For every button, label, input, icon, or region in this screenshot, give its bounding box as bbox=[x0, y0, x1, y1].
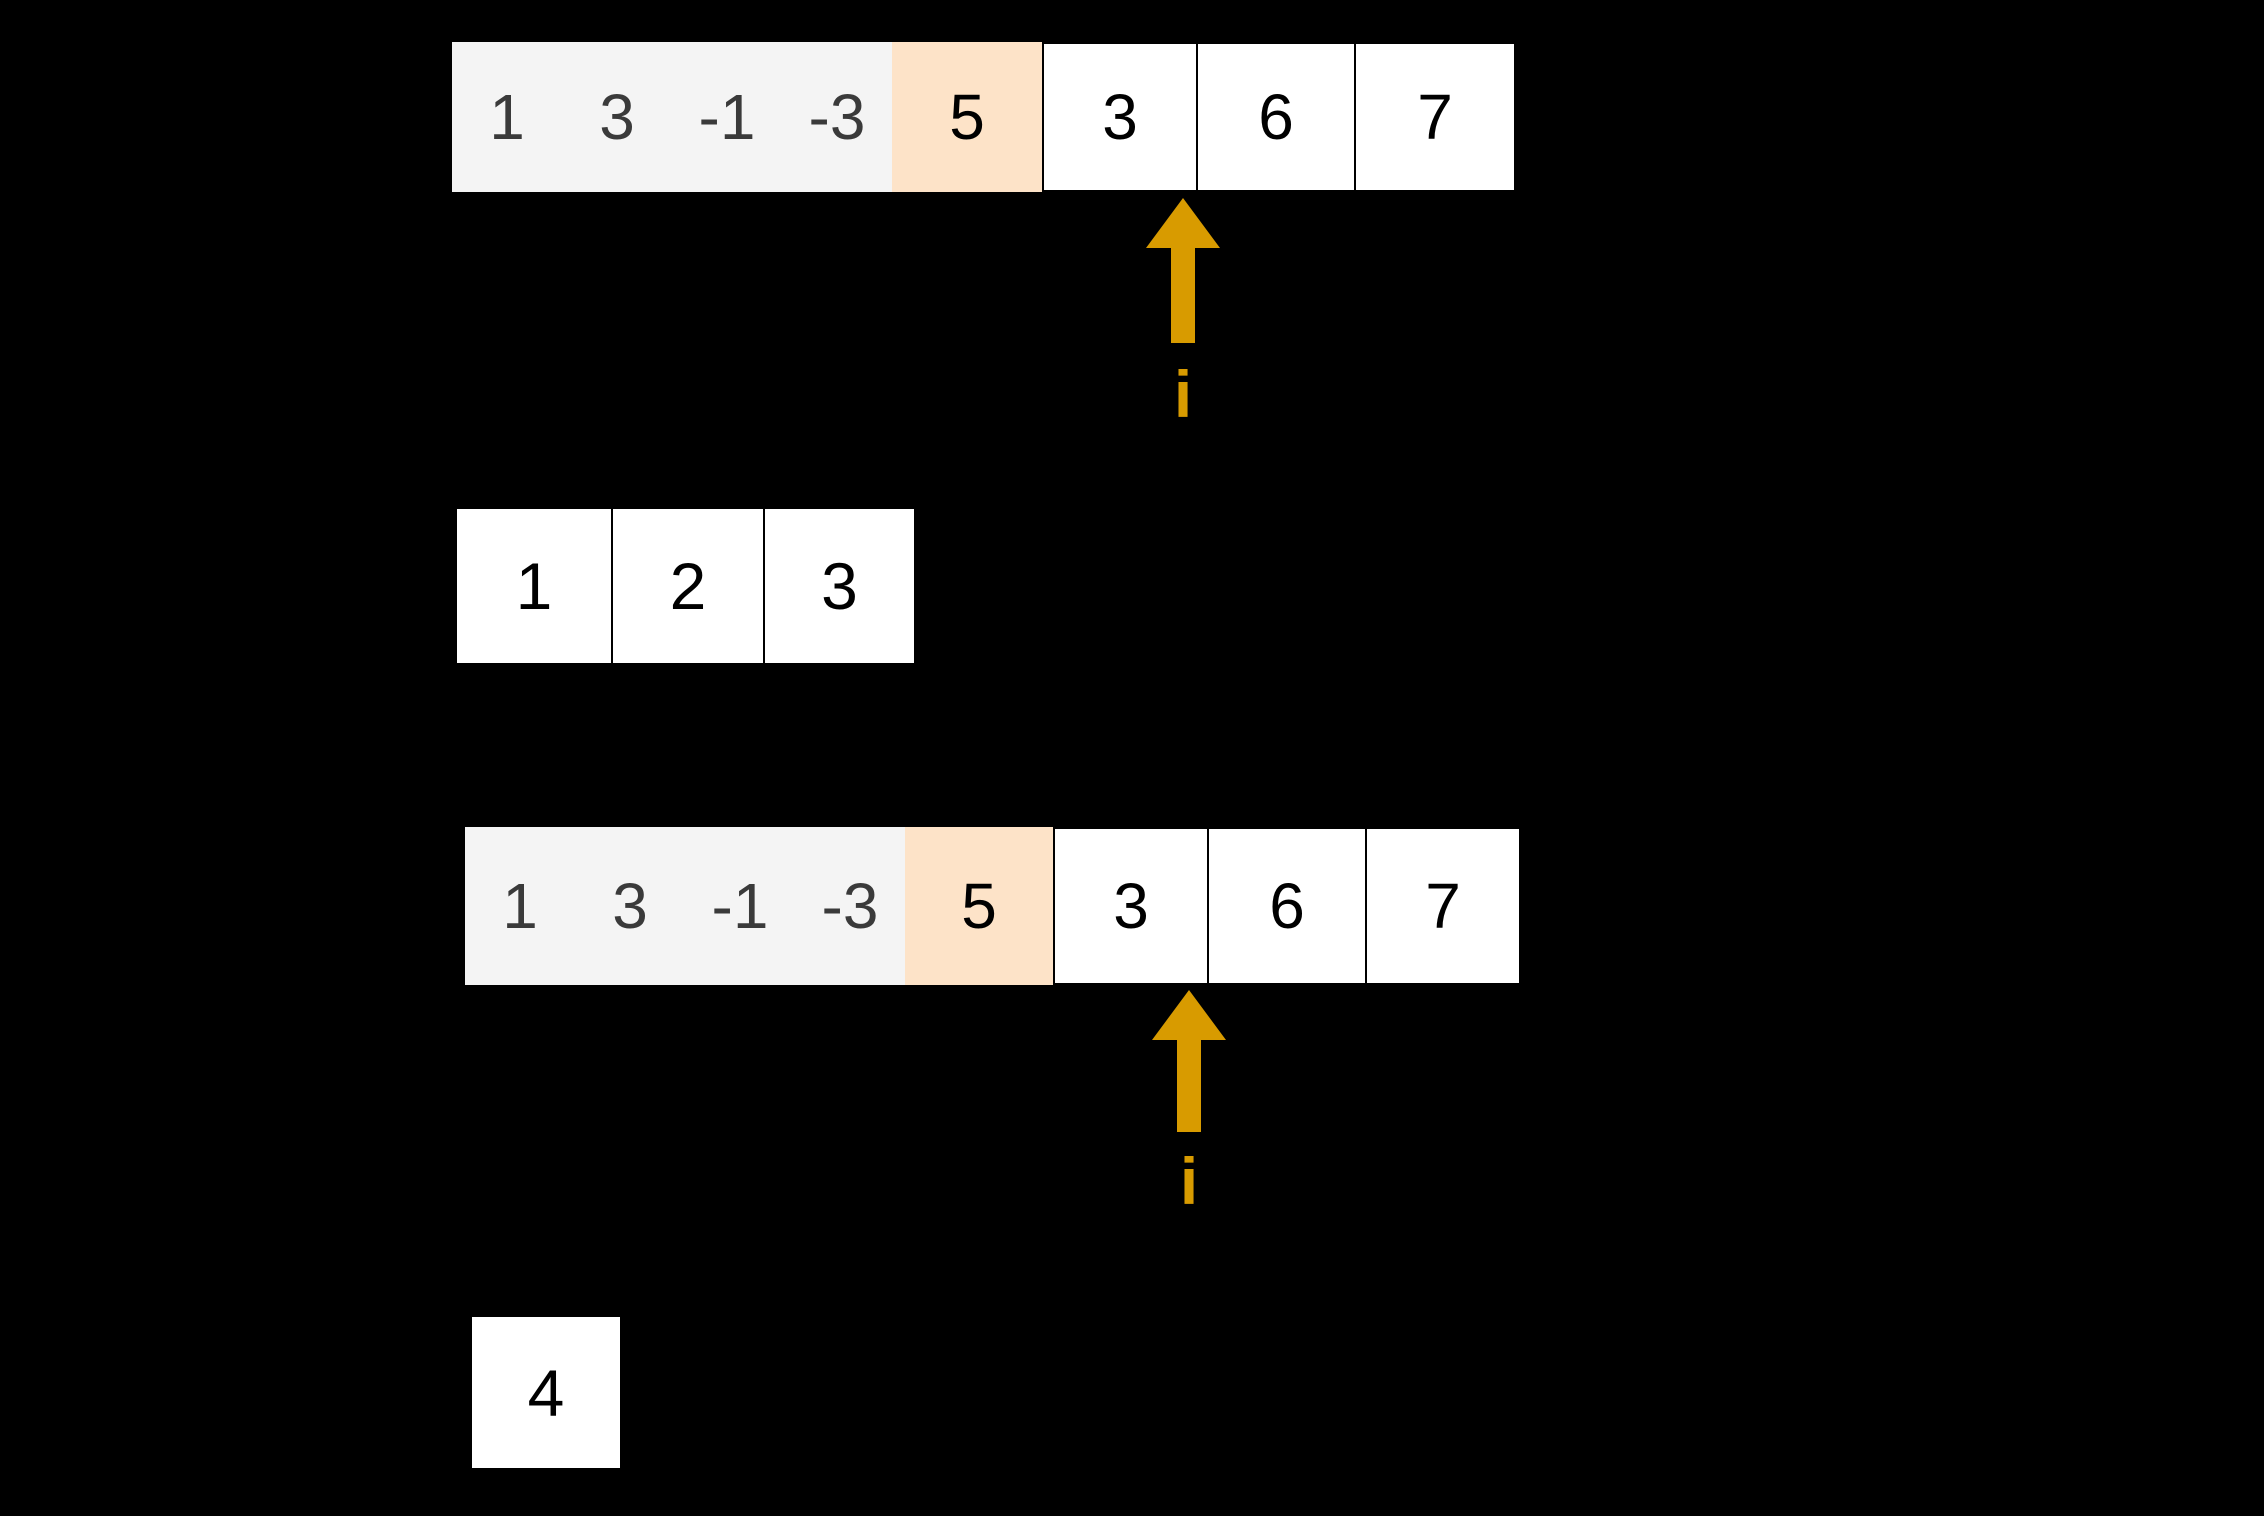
array-cell[interactable]: -3 bbox=[795, 827, 905, 985]
result-cell[interactable]: 3 bbox=[764, 507, 916, 665]
array-cell-pivot[interactable]: 5 bbox=[905, 827, 1053, 985]
pointer-label: i bbox=[1173, 357, 1193, 431]
array-cell[interactable]: 7 bbox=[1355, 42, 1516, 192]
array-cell[interactable]: 1 bbox=[452, 42, 562, 192]
pointer-i-upper: i bbox=[1123, 198, 1243, 427]
array-cell[interactable]: 3 bbox=[562, 42, 672, 192]
array-cell[interactable]: 1 bbox=[465, 827, 575, 985]
array-cell[interactable]: -3 bbox=[782, 42, 892, 192]
array-cell[interactable]: 3 bbox=[1042, 42, 1197, 192]
array-cell[interactable]: 6 bbox=[1197, 42, 1355, 192]
array-cell[interactable]: 6 bbox=[1208, 827, 1366, 985]
result-cell[interactable]: 1 bbox=[455, 507, 612, 665]
array-cell[interactable]: -1 bbox=[685, 827, 795, 985]
arrow-up-icon bbox=[1152, 990, 1226, 1132]
result-array-lower: 4 bbox=[470, 1315, 622, 1470]
array-cell[interactable]: 7 bbox=[1366, 827, 1521, 985]
array-cell[interactable]: 3 bbox=[575, 827, 685, 985]
arrow-up-icon bbox=[1146, 198, 1220, 343]
result-array-upper: 1 2 3 bbox=[455, 507, 916, 665]
pointer-i-lower: i bbox=[1129, 990, 1249, 1214]
pointer-label: i bbox=[1179, 1144, 1199, 1218]
result-cell[interactable]: 4 bbox=[470, 1315, 622, 1470]
array-cell[interactable]: -1 bbox=[672, 42, 782, 192]
result-cell[interactable]: 2 bbox=[612, 507, 764, 665]
array-row-lower: 1 3 -1 -3 5 3 6 7 bbox=[465, 827, 1521, 985]
array-cell-pivot[interactable]: 5 bbox=[892, 42, 1042, 192]
array-cell[interactable]: 3 bbox=[1053, 827, 1208, 985]
array-row-upper: 1 3 -1 -3 5 3 6 7 bbox=[452, 42, 1516, 192]
